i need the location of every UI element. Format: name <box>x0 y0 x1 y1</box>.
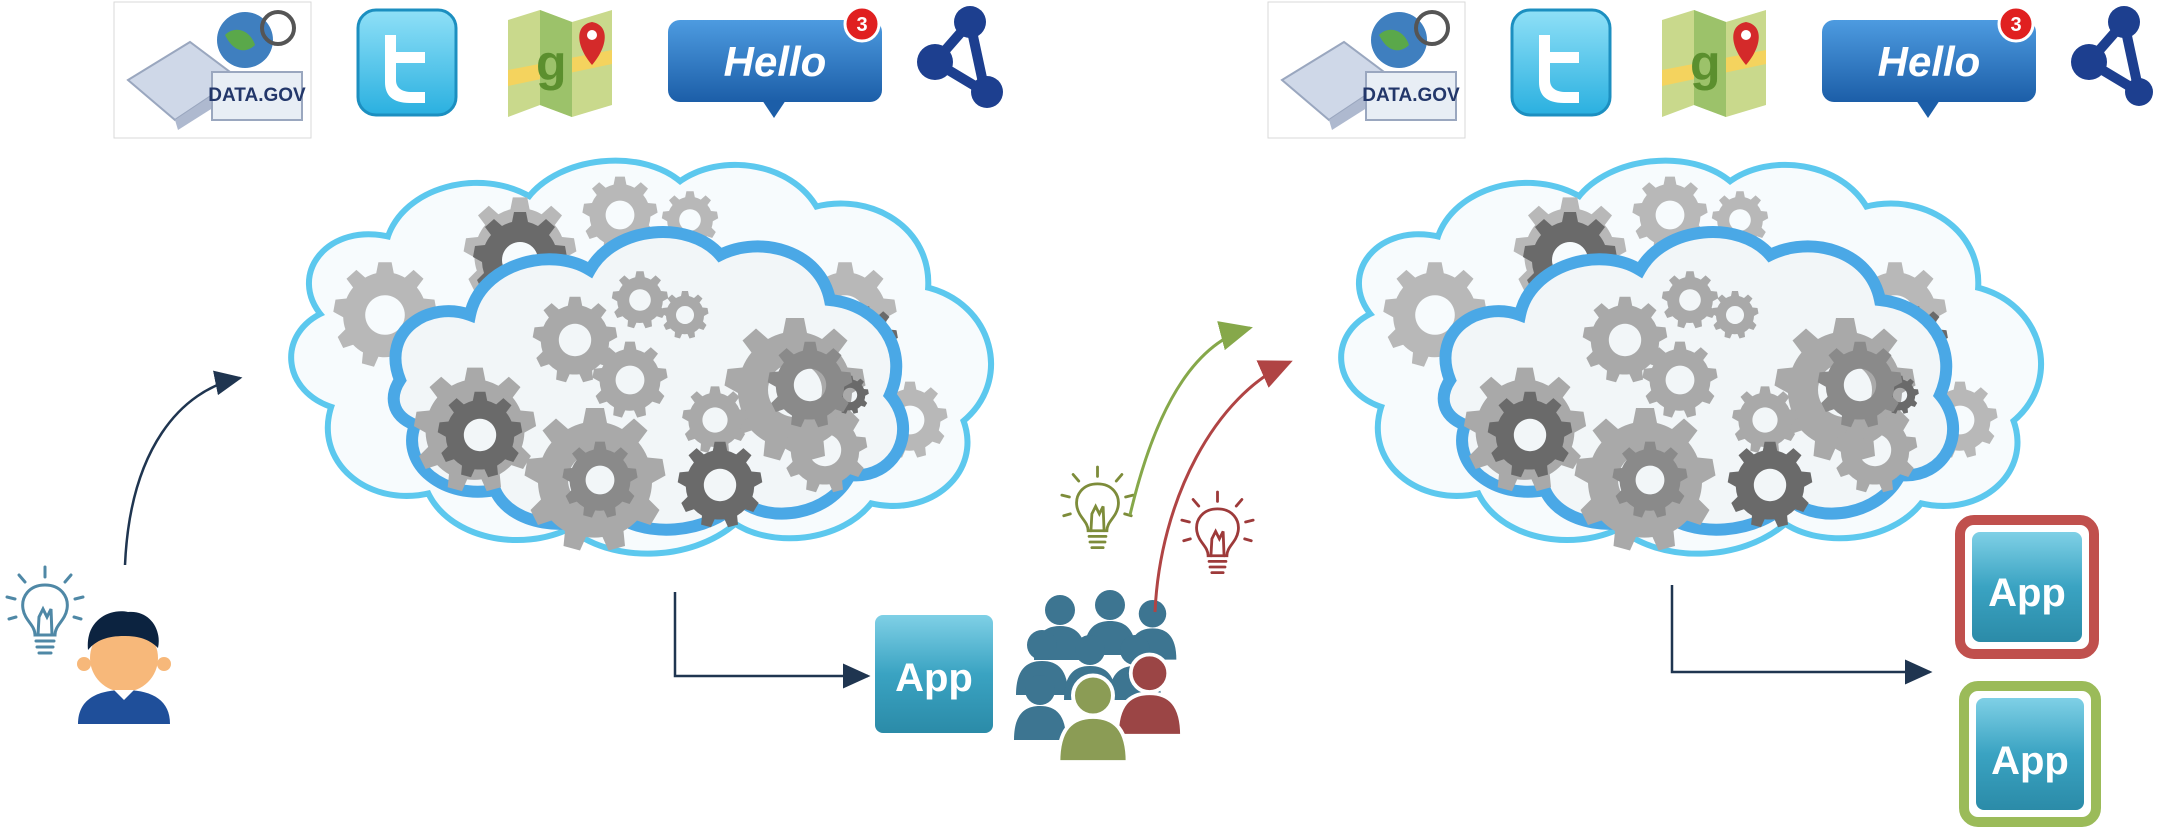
share-network-icon <box>917 6 1003 108</box>
svg-text:g: g <box>536 35 567 91</box>
share-network-icon <box>2071 6 2153 106</box>
svg-text:g: g <box>1690 35 1721 91</box>
app-tile-red: App <box>1955 515 2099 659</box>
app-label: App <box>1988 571 2066 615</box>
hello-speech-bubble-icon: Hello 3 <box>668 5 882 118</box>
arrow-green-to-cloud <box>1128 321 1253 516</box>
app-label: App <box>895 656 973 700</box>
arrow-cloud-to-app <box>673 592 871 689</box>
hello-speech-bubble-icon: Hello 3 <box>1822 5 2036 118</box>
gear-cloud-left <box>294 164 988 551</box>
developer-person-icon <box>77 611 171 724</box>
hello-badge: 3 <box>2010 14 2021 36</box>
hello-label: Hello <box>1878 38 1981 85</box>
datagov-box-icon: DATA.GOV <box>1267 1 1466 139</box>
gear-cloud-right <box>1344 164 2038 551</box>
hello-label: Hello <box>724 38 827 85</box>
user-crowd-icon <box>1014 590 1184 762</box>
arrow-developer-to-cloud <box>123 370 243 566</box>
arrow-cloud-to-apps <box>1670 585 1933 685</box>
datagov-box-icon: DATA.GOV <box>113 1 312 139</box>
idea-lightbulb-icon-green <box>1060 465 1135 550</box>
idea-lightbulb-icon-red <box>1180 490 1255 575</box>
app-tile: App <box>875 615 993 733</box>
data-sources-left: DATA.GOV g Hello 3 <box>113 1 1003 139</box>
google-maps-icon: g <box>508 10 612 117</box>
idea-lightbulb-icon <box>5 565 85 655</box>
datagov-label: DATA.GOV <box>208 85 306 106</box>
arrow-red-to-cloud <box>1153 360 1293 613</box>
datagov-label: DATA.GOV <box>1362 85 1460 106</box>
hello-badge: 3 <box>856 14 867 36</box>
data-sources-right: DATA.GOV g Hello 3 <box>1267 1 2153 139</box>
app-tile-green: App <box>1959 681 2101 827</box>
twitter-icon <box>1510 8 1612 117</box>
twitter-icon <box>356 8 458 117</box>
google-maps-icon: g <box>1662 10 1766 117</box>
app-label: App <box>1991 739 2069 783</box>
